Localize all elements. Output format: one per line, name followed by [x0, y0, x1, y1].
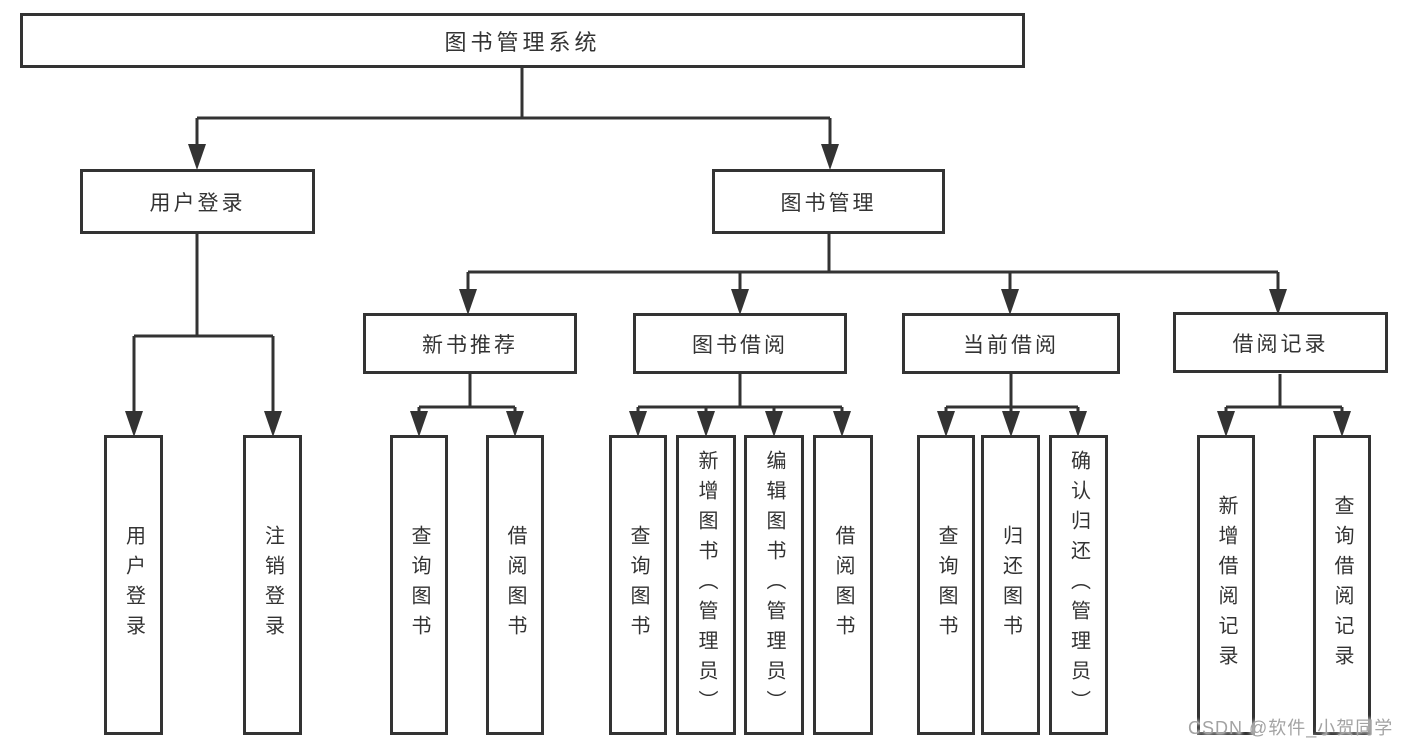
node-label: 图书借阅	[692, 333, 788, 357]
leaf-current-return-books: 归还图书	[981, 435, 1040, 735]
leaf-label: 注销登录	[261, 525, 284, 645]
node-label: 图书管理系统	[444, 29, 601, 55]
leaf-recommend-borrow-books: 借阅图书	[486, 435, 544, 735]
node-library-management-system: 图书管理系统	[20, 13, 1025, 68]
leaf-records-query-record: 查询借阅记录	[1313, 435, 1371, 735]
node-label: 图书管理	[780, 191, 877, 215]
leaf-label: 借阅图书	[504, 525, 526, 645]
leaf-logout: 注销登录	[243, 435, 302, 735]
node-current-borrowing: 当前借阅	[902, 313, 1120, 374]
leaf-borrow-edit-books-admin: 编辑图书（管理员）	[744, 435, 804, 735]
node-borrowing-records: 借阅记录	[1173, 312, 1388, 373]
leaf-label: 新增借阅记录	[1215, 495, 1237, 675]
node-label: 借阅记录	[1232, 332, 1329, 356]
node-new-book-recommendation: 新书推荐	[363, 313, 577, 374]
leaf-borrow-add-books-admin: 新增图书（管理员）	[676, 435, 736, 735]
leaf-label: 查询图书	[408, 525, 430, 645]
leaf-recommend-query-books: 查询图书	[390, 435, 448, 735]
leaf-label: 编辑图书（管理员）	[763, 450, 785, 720]
leaf-current-confirm-return-admin: 确认归还（管理员）	[1049, 435, 1108, 735]
leaf-label: 新增图书（管理员）	[695, 450, 717, 720]
leaf-borrow-borrow-books: 借阅图书	[813, 435, 873, 735]
leaf-label: 查询图书	[935, 525, 957, 645]
node-label: 新书推荐	[422, 333, 518, 357]
leaf-records-add-record: 新增借阅记录	[1197, 435, 1255, 735]
leaf-borrow-query-books: 查询图书	[609, 435, 667, 735]
node-book-borrowing: 图书借阅	[633, 313, 847, 374]
csdn-watermark: CSDN @软件_小贺同学	[1188, 718, 1394, 738]
leaf-label: 借阅图书	[832, 525, 854, 645]
leaf-label: 归还图书	[999, 525, 1022, 645]
leaf-label: 查询借阅记录	[1331, 495, 1353, 675]
leaf-label: 确认归还（管理员）	[1067, 450, 1090, 720]
leaf-label: 用户登录	[122, 525, 145, 645]
node-user-login: 用户登录	[80, 169, 315, 234]
leaf-label: 查询图书	[627, 525, 649, 645]
leaf-current-query-books: 查询图书	[917, 435, 975, 735]
arrowheads	[125, 144, 1351, 437]
node-label: 当前借阅	[963, 333, 1059, 357]
node-book-management: 图书管理	[712, 169, 945, 234]
leaf-user-login: 用户登录	[104, 435, 163, 735]
node-label: 用户登录	[149, 191, 246, 215]
